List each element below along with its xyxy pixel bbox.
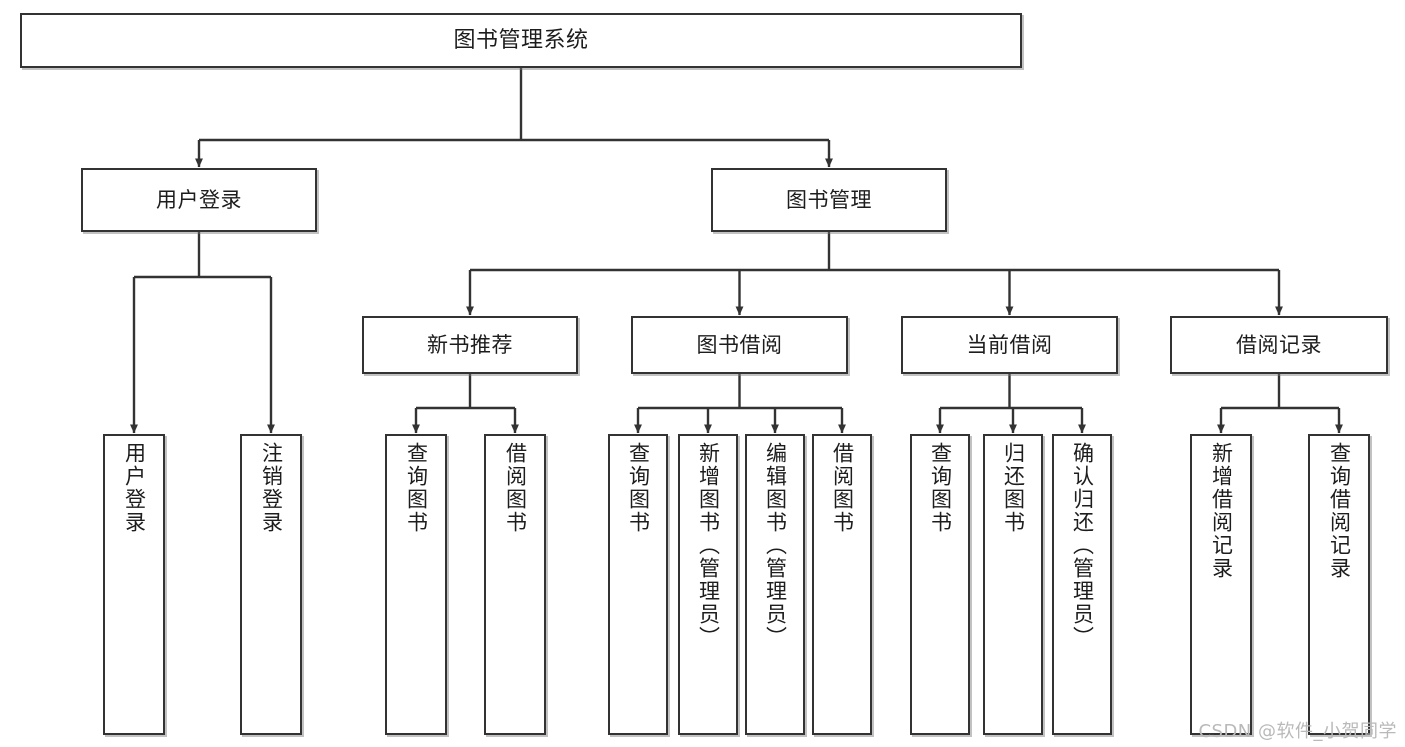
node-leaf-new-2[interactable]: 借阅图书 <box>484 434 546 735</box>
node-label-leaf-cur-3: 确认归还（管理员） <box>1070 442 1095 649</box>
node-label-leaf-cur-1: 查询图书 <box>928 442 953 534</box>
node-leaf-new-1[interactable]: 查询图书 <box>385 434 447 735</box>
node-login[interactable]: 用户登录 <box>81 168 317 232</box>
node-leaf-cur-1[interactable]: 查询图书 <box>910 434 970 735</box>
node-label-root: 图书管理系统 <box>453 27 589 53</box>
watermark-text: CSDN @软件_小贺同学 <box>1198 721 1397 742</box>
node-label-bookmgmt: 图书管理 <box>786 187 872 212</box>
node-label-leaf-cur-2: 归还图书 <box>1001 442 1026 534</box>
node-label-leaf-borrow-2: 新增图书（管理员） <box>696 442 721 649</box>
node-leaf-cur-2[interactable]: 归还图书 <box>983 434 1043 735</box>
node-label-borrow: 图书借阅 <box>696 332 783 357</box>
node-label-leaf-new-2: 借阅图书 <box>503 442 528 534</box>
node-label-leaf-borrow-4: 借阅图书 <box>830 442 855 534</box>
node-leaf-rec-1[interactable]: 新增借阅记录 <box>1190 434 1252 735</box>
node-label-leaf-rec-2: 查询借阅记录 <box>1327 442 1352 580</box>
node-label-leaf-borrow-3: 编辑图书（管理员） <box>763 442 788 649</box>
node-label-newbook: 新书推荐 <box>427 332 513 357</box>
node-leaf-login-2[interactable]: 注销登录 <box>240 434 302 735</box>
node-label-leaf-borrow-1: 查询图书 <box>626 442 651 534</box>
node-label-current: 当前借阅 <box>966 332 1053 357</box>
node-leaf-borrow-3[interactable]: 编辑图书（管理员） <box>745 434 805 735</box>
node-root[interactable]: 图书管理系统 <box>20 13 1022 68</box>
node-current[interactable]: 当前借阅 <box>901 316 1118 374</box>
node-leaf-cur-3[interactable]: 确认归还（管理员） <box>1052 434 1112 735</box>
node-borrow[interactable]: 图书借阅 <box>631 316 848 374</box>
node-leaf-rec-2[interactable]: 查询借阅记录 <box>1308 434 1370 735</box>
node-newbook[interactable]: 新书推荐 <box>362 316 578 374</box>
node-label-leaf-login-2: 注销登录 <box>259 442 284 534</box>
node-leaf-borrow-1[interactable]: 查询图书 <box>608 434 668 735</box>
node-leaf-login-1[interactable]: 用户登录 <box>103 434 165 735</box>
node-label-records: 借阅记录 <box>1236 332 1322 357</box>
node-label-leaf-new-1: 查询图书 <box>404 442 429 534</box>
node-label-leaf-login-1: 用户登录 <box>122 442 147 534</box>
node-leaf-borrow-4[interactable]: 借阅图书 <box>812 434 872 735</box>
node-bookmgmt[interactable]: 图书管理 <box>711 168 947 232</box>
node-records[interactable]: 借阅记录 <box>1170 316 1388 374</box>
node-leaf-borrow-2[interactable]: 新增图书（管理员） <box>678 434 738 735</box>
node-label-login: 用户登录 <box>156 187 242 212</box>
node-label-leaf-rec-1: 新增借阅记录 <box>1209 442 1234 580</box>
